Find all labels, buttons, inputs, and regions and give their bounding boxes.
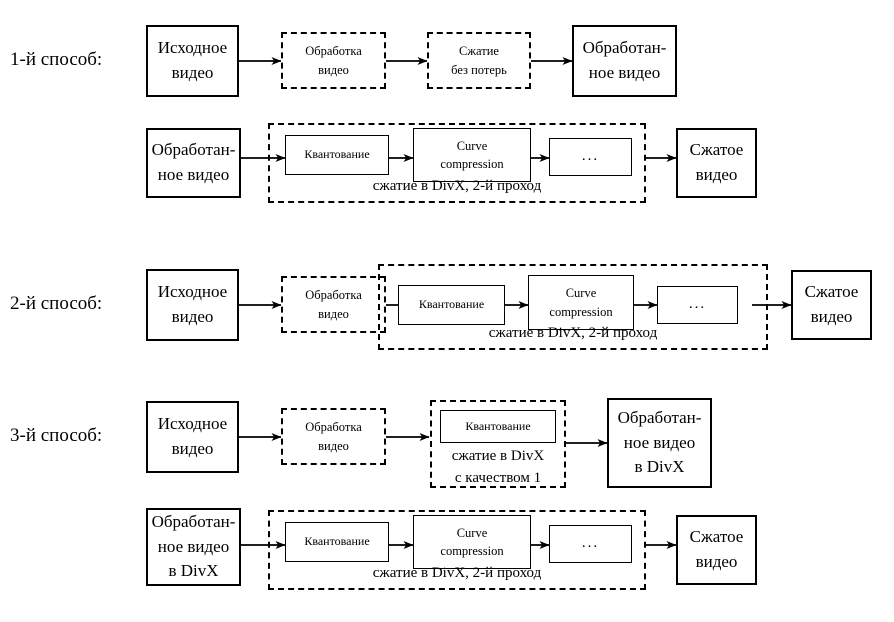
node-label: Обработан-ное видео	[582, 38, 667, 82]
method-1-label: 1-й способ:	[10, 49, 103, 70]
node-more-steps-m2[interactable]: ...	[657, 286, 738, 324]
node-label: ...	[688, 296, 707, 313]
group-caption-m3a-line2: с качеством 1	[454, 470, 542, 486]
node-label: Квантование	[304, 534, 370, 549]
group-caption-m1b: сжатие в DivX, 2-й проход	[372, 178, 542, 194]
node-label: Квантование	[418, 297, 485, 312]
group-divx-second-pass-m3	[268, 510, 646, 590]
node-more-steps-m1b[interactable]: ...	[549, 138, 632, 176]
node-more-steps-m3b[interactable]: ...	[549, 525, 632, 563]
node-label: Квантование	[304, 147, 370, 162]
node-label: Квантование	[465, 418, 531, 433]
node-processed-video-m1[interactable]: Обработан-ное видео	[572, 25, 677, 97]
node-label: ...	[581, 535, 600, 552]
node-label: Обработан-ное видео	[151, 140, 236, 184]
node-quantization-m3b[interactable]: Квантование	[285, 522, 389, 562]
group-divx-second-pass-m2	[378, 264, 768, 350]
group-caption-m3a-line1: сжатие в DivX	[451, 448, 545, 464]
node-quantization-m1b[interactable]: Квантование	[285, 135, 389, 175]
group-caption-m2: сжатие в DivX, 2-й проход	[488, 325, 658, 341]
group-caption-m3b: сжатие в DivX, 2-й проход	[372, 565, 542, 581]
method-2-label: 2-й способ:	[10, 293, 103, 314]
method-3-label: 3-й способ:	[10, 425, 103, 446]
node-processed-video-m1b[interactable]: Обработан-ное видео	[146, 128, 241, 198]
node-quantization-m3a[interactable]: Квантование	[440, 410, 556, 443]
group-divx-second-pass-m1	[268, 123, 646, 203]
group-divx-quality-one-m3	[430, 400, 566, 488]
node-quantization-m2[interactable]: Квантование	[398, 285, 505, 325]
node-label: ...	[581, 148, 600, 165]
